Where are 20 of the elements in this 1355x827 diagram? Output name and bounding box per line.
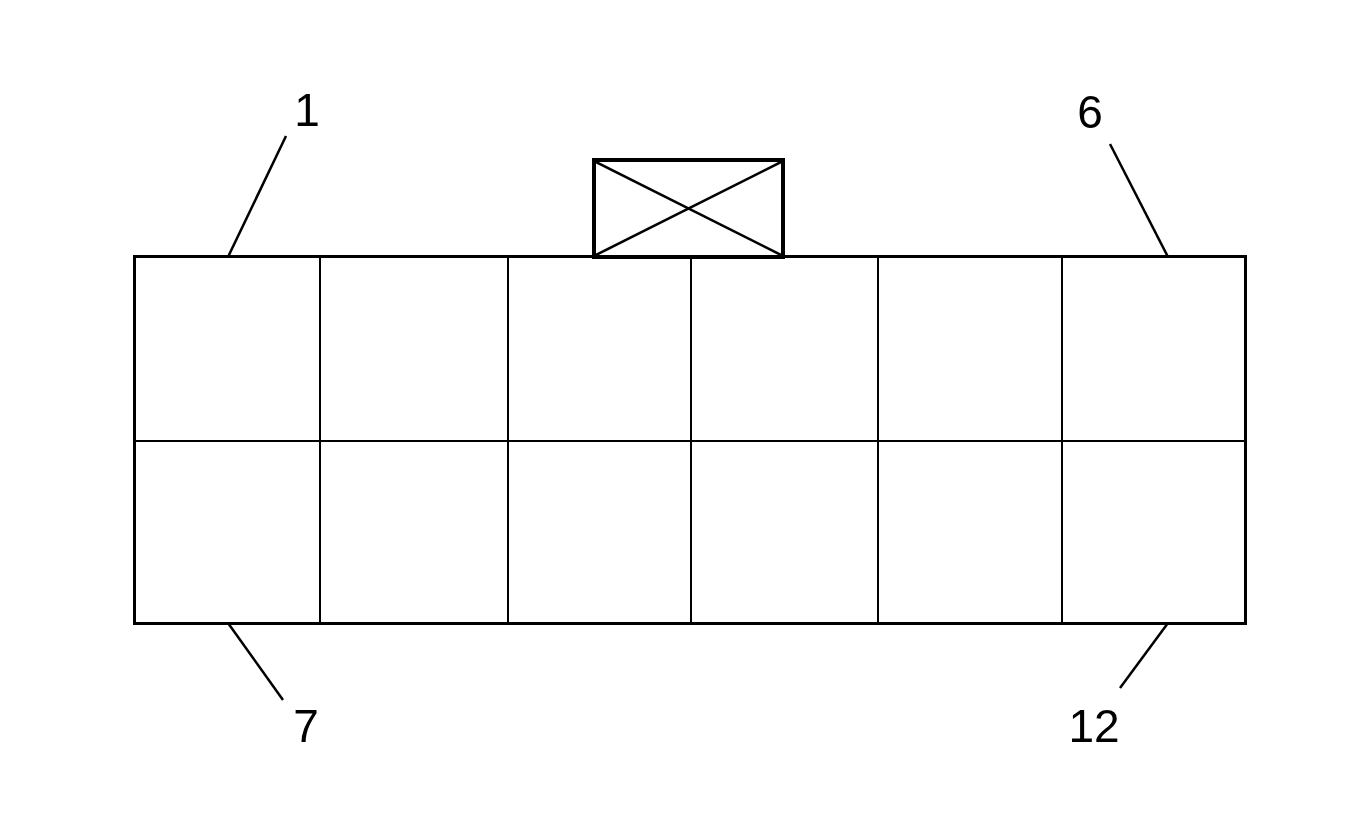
terminal-cavity <box>878 257 1062 441</box>
terminal-cavity <box>691 441 878 623</box>
callout-number: 7 <box>286 700 326 752</box>
terminal-cavity <box>508 441 691 623</box>
callout-number: 1 <box>288 84 326 136</box>
terminal-cavity <box>320 441 508 623</box>
terminal-cavity <box>878 441 1062 623</box>
terminal-cavity <box>508 257 691 441</box>
terminal-cavity <box>1062 441 1245 623</box>
callout-number: 12 <box>1058 700 1130 752</box>
terminal-cavity <box>135 441 320 623</box>
connector-body <box>133 255 1247 625</box>
terminal-cavity <box>691 257 878 441</box>
latch-box <box>592 158 785 259</box>
terminal-cavity <box>135 257 320 441</box>
terminal-cavity <box>1062 257 1245 441</box>
callout-number: 6 <box>1070 86 1110 138</box>
leader-line <box>1108 143 1170 258</box>
leader-line <box>226 135 288 258</box>
terminal-cavity <box>320 257 508 441</box>
